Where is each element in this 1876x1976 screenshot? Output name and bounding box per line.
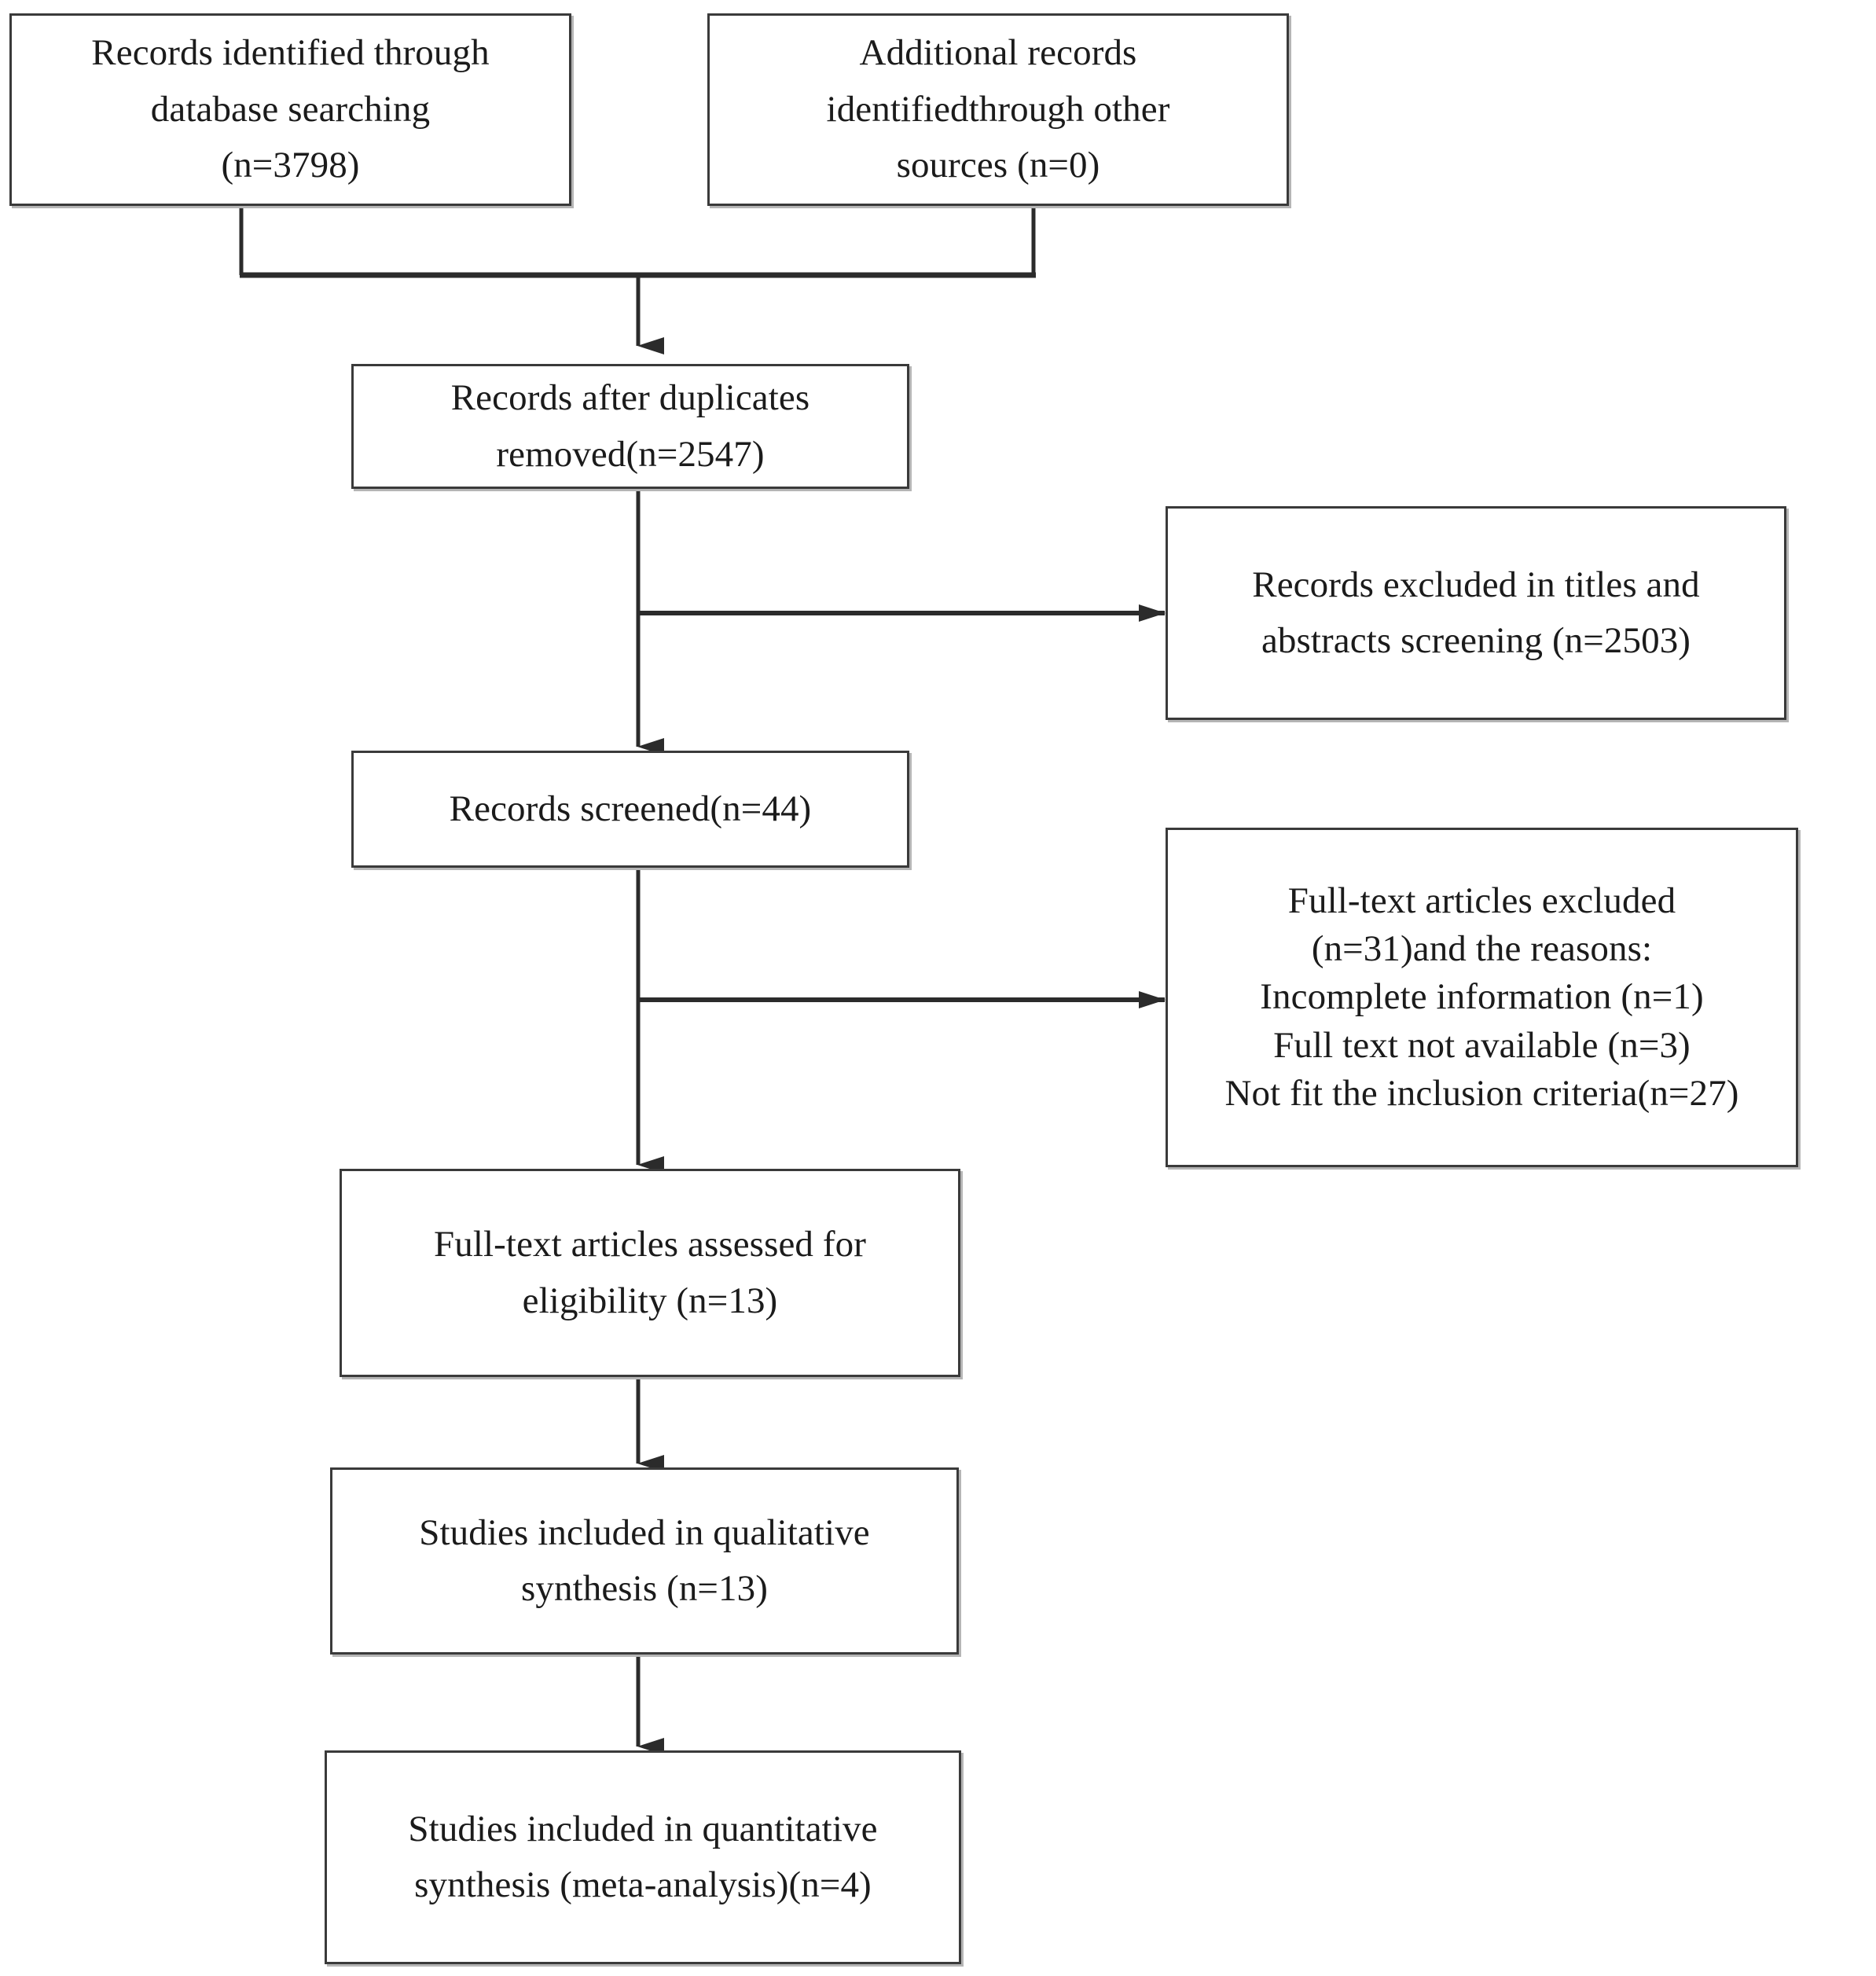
node-line: Full text not available (n=3) xyxy=(1273,1024,1691,1066)
node-line: removed(n=2547) xyxy=(496,433,765,475)
node-line: (n=31)and the reasons: xyxy=(1311,928,1653,970)
node-line: synthesis (meta-analysis)(n=4) xyxy=(414,1864,872,1905)
additional-records-other-sources-box: Additional records identifiedthrough oth… xyxy=(707,13,1289,206)
node-line: identifiedthrough other xyxy=(826,88,1170,130)
node-line: eligibility (n=13) xyxy=(522,1280,778,1321)
records-after-duplicates-removed-text: Records after duplicates removed(n=2547) xyxy=(440,370,821,483)
full-text-articles-excluded-text: Full-text articles excluded (n=31)and th… xyxy=(1214,877,1750,1117)
node-line: Records excluded in titles and xyxy=(1252,564,1700,605)
node-line: Records after duplicates xyxy=(450,377,810,419)
node-line: abstracts screening (n=2503) xyxy=(1261,620,1691,661)
node-line: Not fit the inclusion criteria(n=27) xyxy=(1224,1072,1739,1114)
additional-records-other-sources-text: Additional records identifiedthrough oth… xyxy=(816,25,1181,193)
studies-quantitative-synthesis-text: Studies included in quantitative synthes… xyxy=(397,1802,888,1914)
records-identified-database-box: Records identified through database sear… xyxy=(9,13,571,206)
studies-quantitative-synthesis-box: Studies included in quantitative synthes… xyxy=(325,1750,961,1964)
node-line: database searching xyxy=(150,88,431,130)
records-identified-database-text: Records identified through database sear… xyxy=(80,25,500,193)
full-text-articles-assessed-box: Full-text articles assessed for eligibil… xyxy=(340,1169,960,1377)
node-line: synthesis (n=13) xyxy=(520,1568,768,1609)
node-line: Additional records xyxy=(859,32,1137,74)
node-line: Incomplete information (n=1) xyxy=(1260,976,1704,1018)
records-after-duplicates-removed-box: Records after duplicates removed(n=2547) xyxy=(351,364,909,489)
node-line: sources (n=0) xyxy=(896,145,1100,186)
records-screened-text: Records screened(n=44) xyxy=(439,781,823,837)
node-line: Records identified through xyxy=(91,32,490,74)
node-line: (n=3798) xyxy=(221,145,360,186)
node-line: Full-text articles excluded xyxy=(1287,880,1676,922)
records-screened-box: Records screened(n=44) xyxy=(351,751,909,868)
node-line: Studies included in qualitative xyxy=(419,1511,870,1553)
node-line: Records screened(n=44) xyxy=(449,788,812,829)
studies-qualitative-synthesis-box: Studies included in qualitative synthesi… xyxy=(330,1467,959,1655)
full-text-articles-assessed-text: Full-text articles assessed for eligibil… xyxy=(423,1217,877,1329)
full-text-articles-excluded-box: Full-text articles excluded (n=31)and th… xyxy=(1166,828,1798,1167)
records-excluded-titles-abstracts-box: Records excluded in titles and abstracts… xyxy=(1166,506,1786,720)
edge-merge-top xyxy=(239,206,1036,278)
node-line: Full-text articles assessed for xyxy=(434,1224,866,1265)
node-line: Studies included in quantitative xyxy=(408,1808,878,1849)
studies-qualitative-synthesis-text: Studies included in qualitative synthesi… xyxy=(408,1505,881,1618)
records-excluded-titles-abstracts-text: Records excluded in titles and abstracts… xyxy=(1241,557,1710,670)
